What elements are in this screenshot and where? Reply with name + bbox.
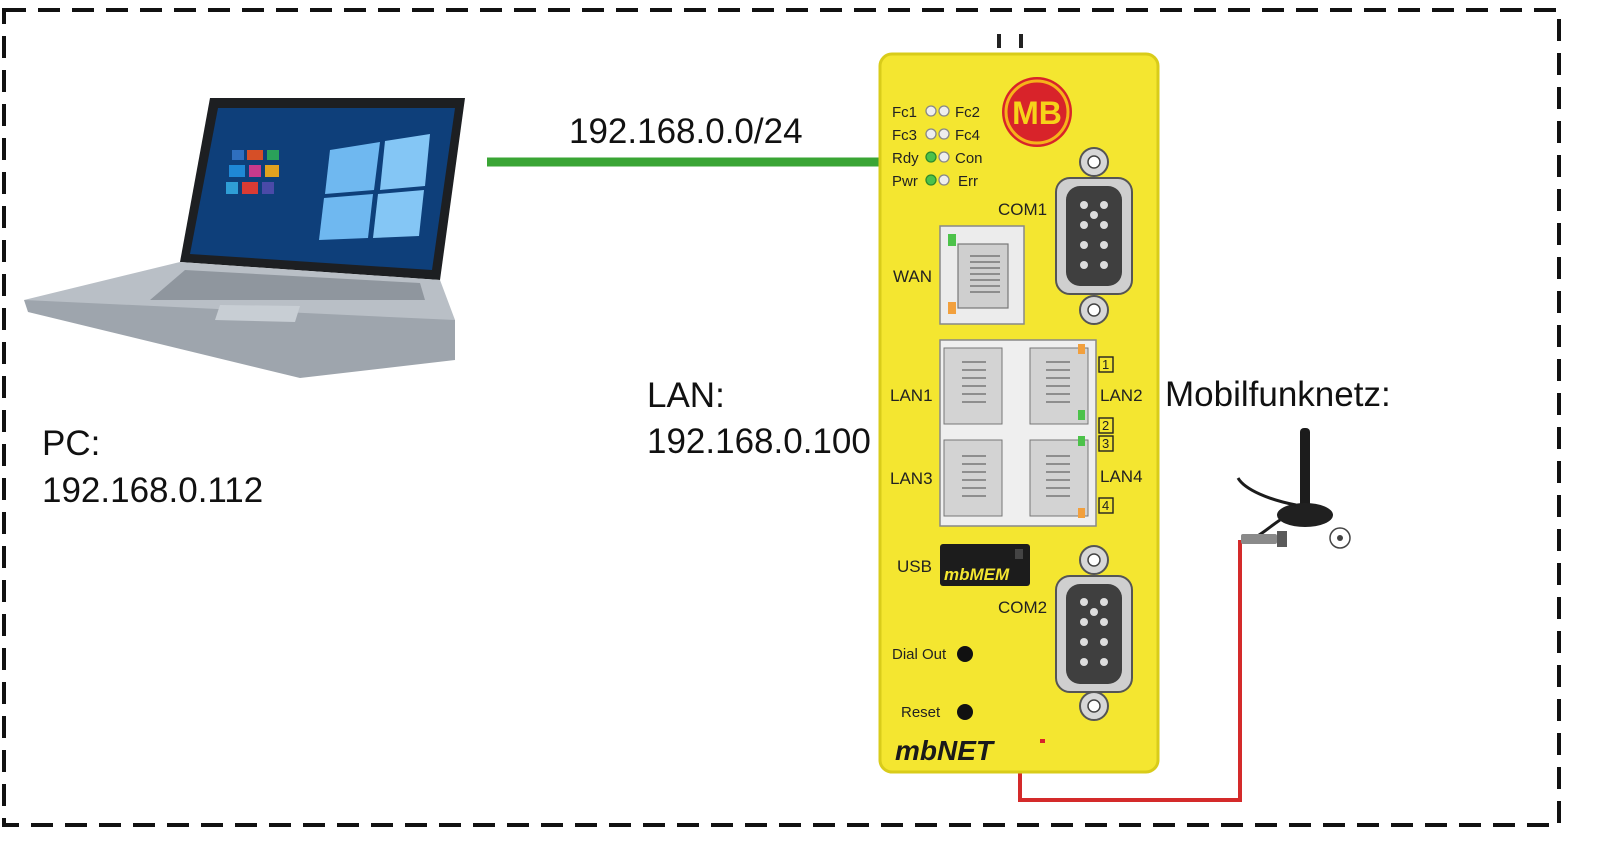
led-fc2 — [938, 105, 950, 117]
lan-label: LAN: — [647, 376, 725, 415]
led-pwr — [925, 174, 937, 186]
com2-label: COM2 — [998, 598, 1047, 617]
cellular-cable — [1018, 540, 1242, 802]
com2-port — [1055, 545, 1133, 721]
led-fc1 — [925, 105, 937, 117]
lan4-label: LAN4 — [1100, 467, 1143, 486]
wan-label: WAN — [893, 267, 932, 286]
router-device: MB Fc1 Fc2 Fc3 Fc4 Rdy Con Pwr Err — [878, 34, 1160, 774]
lan-ports — [939, 339, 1097, 527]
port-number-4: 4 — [1102, 498, 1109, 513]
port-number-3: 3 — [1102, 436, 1109, 451]
led-label-rdy: Rdy — [892, 150, 919, 167]
com1-label: COM1 — [998, 200, 1047, 219]
wan-port — [939, 225, 1025, 325]
led-label-fc1: Fc1 — [892, 104, 917, 121]
usb-module-label: mbMEM — [944, 565, 1010, 584]
led-rdy — [925, 151, 937, 163]
led-label-con: Con — [955, 150, 983, 167]
led-label-pwr: Pwr — [892, 173, 918, 190]
port-number-1: 1 — [1102, 357, 1109, 372]
led-fc3 — [925, 128, 937, 140]
pc-label: PC: — [42, 424, 101, 463]
brand-badge-text: MB — [1012, 95, 1062, 131]
lan3-label: LAN3 — [890, 469, 933, 488]
dial-out-button — [957, 646, 973, 662]
reset-button — [957, 704, 973, 720]
led-label-err: Err — [958, 173, 978, 190]
laptop-icon — [24, 98, 465, 378]
led-con — [938, 151, 950, 163]
usb-port: mbMEM — [940, 544, 1030, 586]
antenna-icon — [1236, 428, 1351, 549]
lan2-label: LAN2 — [1100, 386, 1143, 405]
led-label-fc4: Fc4 — [955, 127, 980, 144]
lan4-jack — [1029, 439, 1089, 517]
led-label-fc2: Fc2 — [955, 104, 980, 121]
port-number-2: 2 — [1102, 418, 1109, 433]
brand-name: mbNET — [895, 735, 996, 766]
usb-label: USB — [897, 557, 932, 576]
lan3-jack — [943, 439, 1003, 517]
pc-ip: 192.168.0.112 — [42, 471, 264, 510]
reset-label: Reset — [901, 704, 941, 721]
status-leds: Fc1 Fc2 Fc3 Fc4 Rdy Con Pwr Err — [892, 104, 983, 190]
brand-badge: MB — [1002, 77, 1072, 147]
led-fc4 — [938, 128, 950, 140]
lan1-label: LAN1 — [890, 386, 933, 405]
dial-out-label: Dial Out — [892, 646, 947, 663]
network-subnet-label: 192.168.0.0/24 — [569, 112, 803, 151]
mobile-network-label: Mobilfunknetz: — [1165, 375, 1391, 414]
dashed-boundary — [2, 8, 1561, 827]
led-label-fc3: Fc3 — [892, 127, 917, 144]
com1-port — [1055, 147, 1133, 325]
led-err — [938, 174, 950, 186]
lan-ip: 192.168.0.100 — [647, 422, 871, 461]
